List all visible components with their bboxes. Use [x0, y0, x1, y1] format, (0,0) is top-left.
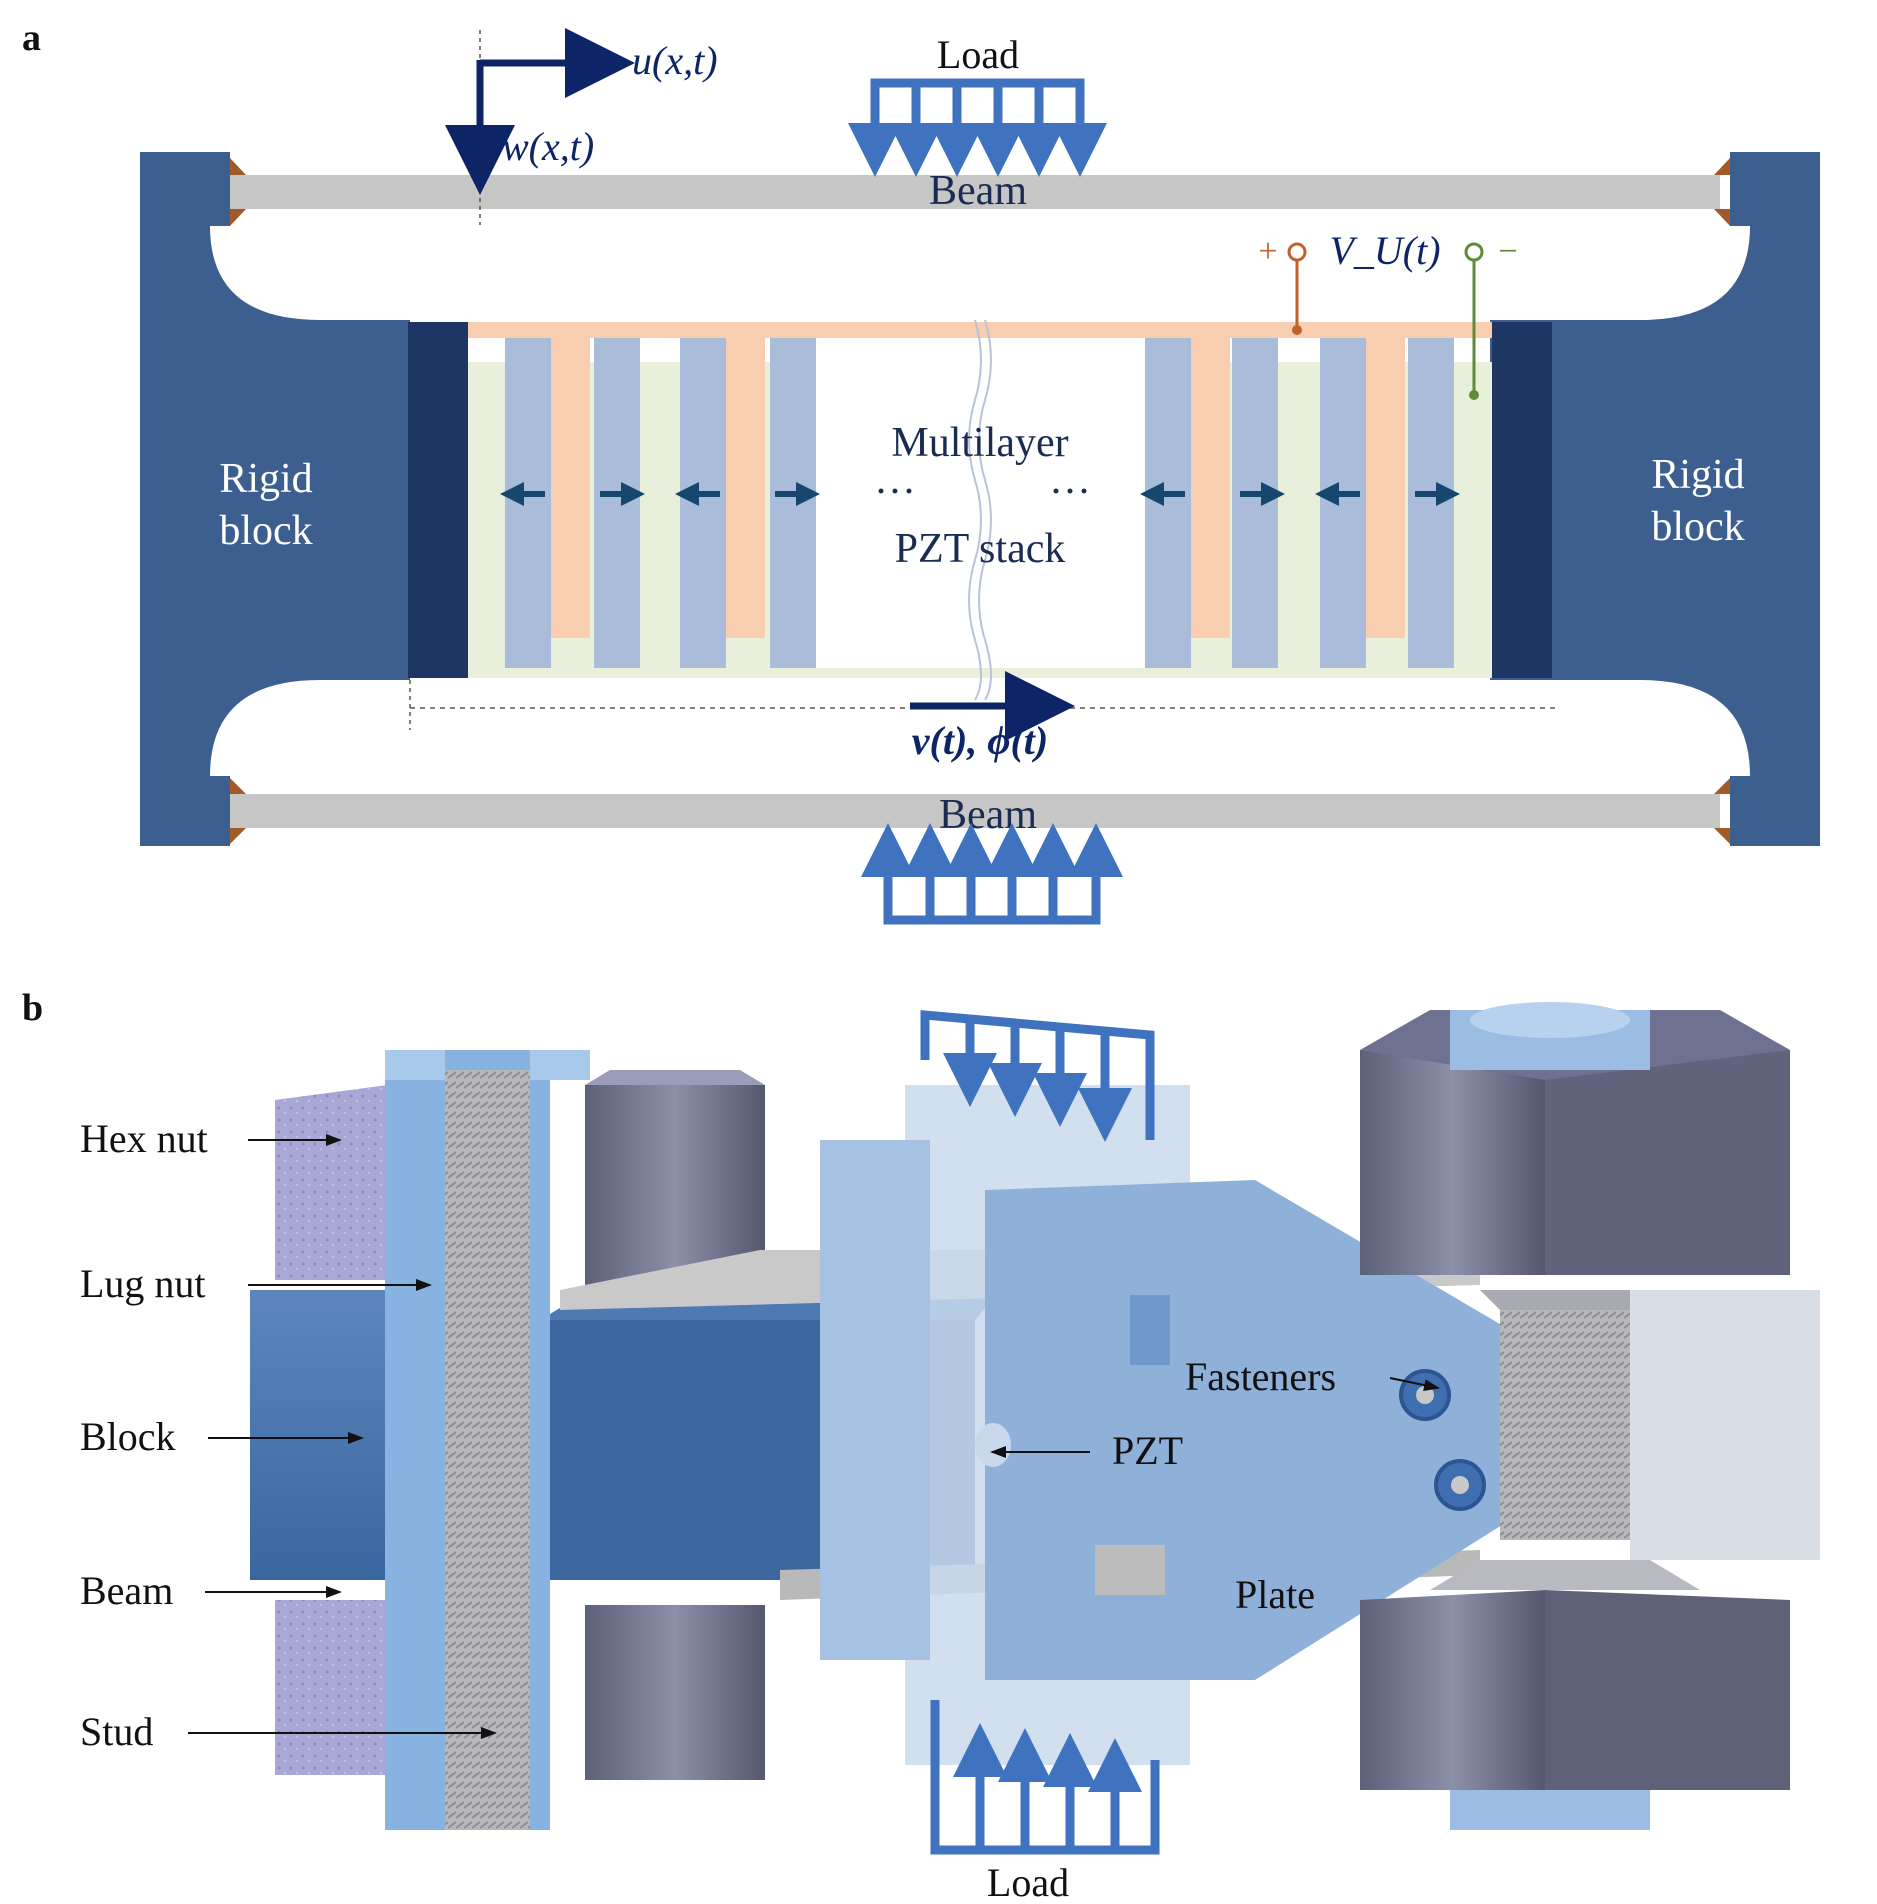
uw-axes	[445, 28, 635, 225]
weld-corners	[230, 158, 1730, 844]
rigid-block-left-line1: Rigid	[219, 456, 312, 502]
top-load-arrows	[848, 78, 1107, 177]
callout-block: Block	[80, 1414, 176, 1459]
callout-fasteners: Fasteners	[1185, 1354, 1336, 1399]
panel-b-label: b	[22, 987, 43, 1029]
plus-sign: +	[1258, 233, 1277, 270]
plate-assembly	[820, 1085, 1510, 1765]
callout-plate: Plate	[1235, 1572, 1315, 1617]
callout-stud: Stud	[80, 1709, 153, 1754]
panel-b-top-load	[920, 1010, 1155, 1142]
bottom-beam-label: Beam	[939, 792, 1037, 838]
callout-lines	[188, 1134, 1440, 1739]
rigid-block-left-line2: block	[219, 508, 312, 554]
rigid-block-right-line1: Rigid	[1651, 452, 1744, 498]
stack-label-line1: Multilayer	[891, 420, 1068, 466]
voltage-label: V_U(t)	[1329, 228, 1440, 273]
right-dark-block	[1492, 322, 1552, 678]
left-rigid-block	[140, 152, 410, 846]
left-dark-block	[408, 322, 468, 678]
u-label: u(x,t)	[632, 38, 718, 83]
panel-a-label: a	[22, 17, 41, 59]
positive-electrode-bus	[468, 322, 1492, 338]
bottom-load-arrows	[861, 823, 1123, 925]
break-lines	[968, 319, 992, 701]
dots-right: ···	[1049, 469, 1091, 515]
callout-hex-nut: Hex nut	[80, 1116, 208, 1161]
lug-nut-flange-right	[530, 1050, 590, 1080]
right-bolt-assembly	[1360, 1002, 1820, 1830]
stack-label-line2: PZT stack	[895, 526, 1066, 572]
v-phi-label: v(t), ϕ(t)	[912, 718, 1048, 763]
top-beam-label: Beam	[929, 168, 1027, 214]
pzt-stack-left	[505, 338, 816, 668]
panel-b-load-label: Load	[987, 1860, 1069, 1904]
top-load-label: Load	[937, 32, 1019, 77]
callout-lug-nut: Lug nut	[80, 1261, 206, 1306]
left-top-hex-nut	[275, 1070, 765, 1285]
stud	[445, 1070, 530, 1830]
positive-terminal	[1287, 242, 1307, 335]
panel-b-bottom-load	[930, 1700, 1160, 1855]
negative-terminal	[1464, 242, 1484, 400]
pzt-stack-right	[1145, 338, 1454, 668]
callout-pzt: PZT	[1112, 1428, 1183, 1473]
minus-sign: −	[1498, 233, 1517, 270]
left-bottom-hex-nut	[275, 1600, 765, 1780]
rigid-block-right-line2: block	[1651, 504, 1744, 550]
callout-beam: Beam	[80, 1568, 173, 1613]
bottom-beam	[200, 794, 1720, 828]
right-rigid-block	[1490, 152, 1820, 846]
lug-nut-flange-left	[385, 1050, 445, 1080]
w-label: w(x,t)	[502, 124, 594, 169]
dots-left: ···	[874, 469, 916, 515]
